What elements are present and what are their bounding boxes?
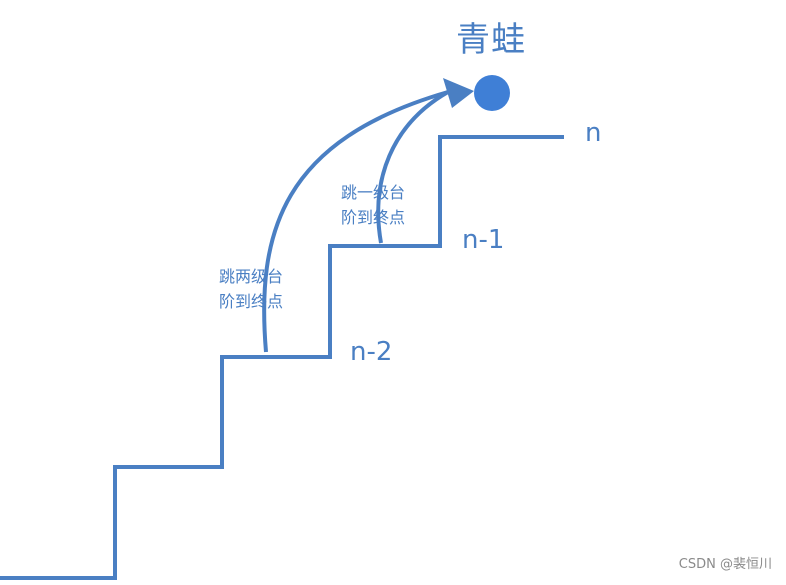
jump-one-note-line-2: 阶到终点	[341, 208, 406, 227]
jump-two-arrow	[262, 90, 449, 353]
jump-two-note: 跳两级台 阶到终点	[219, 264, 283, 314]
step-label-n-minus-2: n-2	[350, 337, 393, 367]
jump-two-note-line-1: 跳两级台	[219, 267, 284, 286]
frog-icon	[474, 75, 510, 111]
watermark: CSDN @裴恒川	[678, 557, 772, 572]
step-label-n: n	[585, 118, 602, 148]
jump-one-arrow	[376, 90, 449, 244]
jump-one-note-line-1: 跳一级台	[341, 183, 406, 202]
frog-title: 青蛙	[456, 20, 526, 60]
jump-one-note: 跳一级台 阶到终点	[341, 180, 405, 230]
jump-two-note-line-2: 阶到终点	[219, 292, 284, 311]
staircase	[0, 135, 564, 580]
arrowhead-icon	[443, 78, 474, 108]
step-label-n-minus-1: n-1	[462, 225, 505, 255]
